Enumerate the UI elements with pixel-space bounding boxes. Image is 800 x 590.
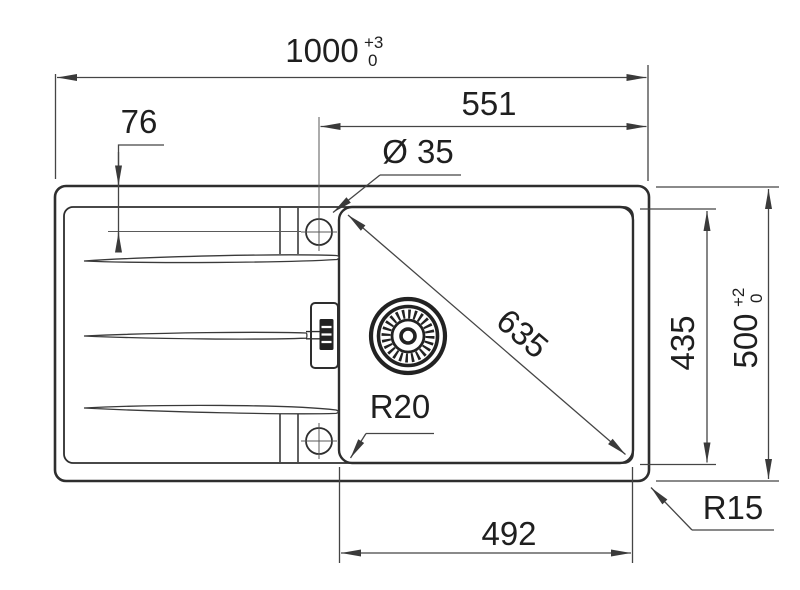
dim-o35-leader [332,174,381,214]
dim-500-label: 500 [727,313,764,368]
dim-635-line [347,214,626,455]
dim-tap-hole-diameter: Ø 35 [332,133,461,214]
dim-overall-width-extensions [54,65,649,181]
dim-r15-leader [650,487,693,531]
dim-r15-label: R15 [703,489,764,526]
dim-492-label: 492 [481,515,536,552]
overflow-fitting [310,302,339,369]
dim-500-tol-lower: 0 [747,294,766,303]
dim-bowl-front-to-back: 435 [640,208,716,466]
tap-hole-bottom-crosshair [301,423,337,459]
strainer-center [399,327,417,345]
dim-bowl-width: 492 [338,467,634,563]
dim-overall-width-tol-upper: +3 [364,33,383,52]
drain-strainer-icon [368,296,448,376]
groove-top [83,254,340,264]
dim-o35-label: Ø 35 [382,133,454,170]
overflow-grate-slots [321,325,332,344]
dim-tap-offset-from-back: 76 [115,103,164,253]
dim-overall-depth: 500 +2 0 [656,186,779,482]
dim-492-extensions [338,467,634,563]
dim-435-extensions [640,208,716,466]
dim-overall-width-label: 1000 [285,32,358,69]
drainboard-grooves [83,254,340,415]
dim-r20-leader [349,433,367,459]
dim-551-label: 551 [461,85,516,122]
groove-bottom [83,404,339,415]
strainer-ring-3 [390,318,426,354]
dim-overall-width: 1000 +3 0 [54,32,649,181]
dim-500-extensions [656,186,779,482]
dim-outer-corner-radius: R15 [650,487,774,531]
dim-435-label: 435 [664,315,701,370]
dim-bowl-corner-radius: R20 [349,388,434,459]
dim-76-label: 76 [121,103,158,140]
dim-635-label: 635 [490,301,556,365]
groove-middle [83,331,308,340]
dim-500-tol-upper: +2 [729,288,748,307]
dim-76-leader [117,144,164,249]
dim-r20-label: R20 [370,388,431,425]
dim-overall-width-tol-lower: 0 [368,51,377,70]
overflow-stem [306,330,320,340]
sink-outer-edge [53,184,651,483]
dim-tap-to-right-edge: 551 [108,85,647,251]
